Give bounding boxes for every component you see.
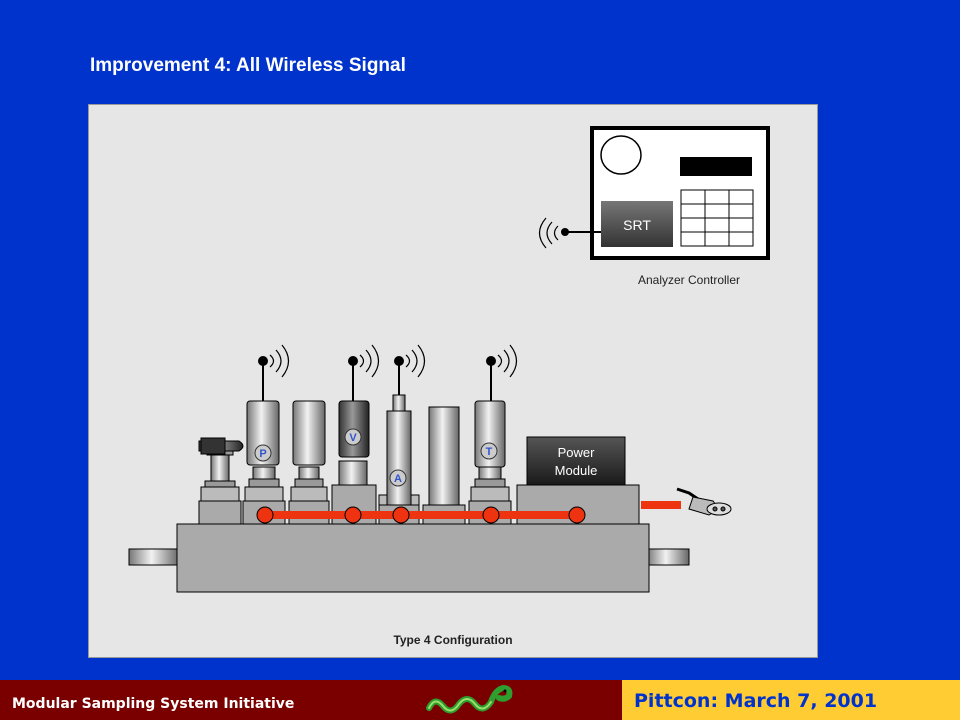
controller-keypad <box>680 189 754 247</box>
footer-event: Pittcon: March 7, 2001 <box>634 690 878 712</box>
analyzer-controller: SRT <box>538 126 770 260</box>
system-diagram: SRT <box>128 126 770 593</box>
footer-event-panel: Pittcon: March 7, 2001 <box>622 680 960 720</box>
sea-serpent-logo <box>426 684 513 714</box>
sensors <box>198 394 506 506</box>
badge-t: T <box>486 446 493 458</box>
analyzer-controller-label: Analyzer Controller <box>637 273 741 287</box>
wireless-signal-icon <box>269 344 518 378</box>
sensor-antennas <box>258 356 496 401</box>
base-manifold <box>128 523 690 593</box>
srt-module <box>601 201 673 247</box>
power-module: Power Module <box>526 436 626 486</box>
diagram-caption: Type 4 Configuration <box>393 633 513 647</box>
srt-label: SRT <box>623 217 651 233</box>
controller-dial <box>600 135 642 175</box>
badge-p: P <box>259 448 266 460</box>
footer-initiative: Modular Sampling System Initiative <box>12 696 295 712</box>
analyzer-sensor <box>386 410 412 506</box>
sensor-2 <box>292 400 326 466</box>
controller-display <box>680 157 752 176</box>
wireless-signal-icon <box>538 217 559 249</box>
sensor-5 <box>428 406 460 506</box>
power-plug-icon <box>676 487 732 516</box>
badge-a: A <box>394 473 402 485</box>
diagram-panel: SRT <box>88 104 818 658</box>
signal-bus <box>256 501 681 524</box>
component-badges: P V A T <box>254 428 498 487</box>
slide-title: Improvement 4: All Wireless Signal <box>90 55 406 76</box>
badge-v: V <box>349 432 357 444</box>
power-module-line1: Power <box>558 445 596 460</box>
power-module-line2: Module <box>555 463 598 478</box>
